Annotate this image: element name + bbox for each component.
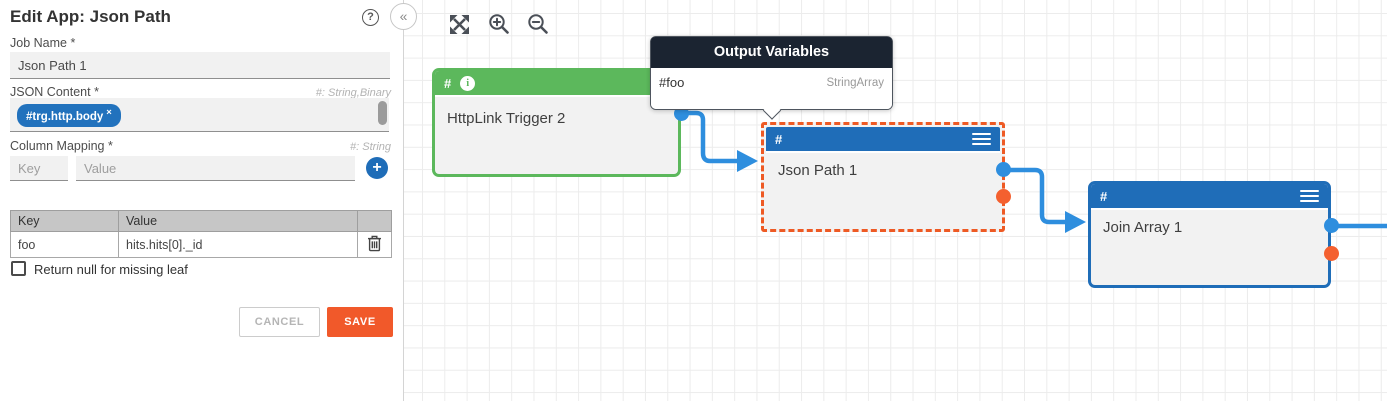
json-content-field[interactable]: #trg.http.body× xyxy=(10,98,389,132)
tooltip-title: Output Variables xyxy=(651,37,892,68)
save-button[interactable]: SAVE xyxy=(327,307,393,337)
tag-label: #trg.http.body xyxy=(26,110,104,123)
connection-jsonpath-to-joinarray[interactable] xyxy=(1004,167,1066,225)
fit-view-button[interactable] xyxy=(448,13,470,35)
output-variables-tooltip: Output Variables #foo StringArray xyxy=(650,36,893,120)
flow-canvas[interactable]: # i HttpLink Trigger 2 # Json Path 1 # J… xyxy=(404,0,1387,401)
node-json-path[interactable]: # Json Path 1 xyxy=(761,122,1005,232)
info-icon[interactable]: i xyxy=(460,75,476,91)
table-header-value: Value xyxy=(118,210,358,232)
job-name-input[interactable] xyxy=(10,52,390,79)
port-joinarray-output-blue[interactable] xyxy=(1324,218,1339,233)
edit-app-panel: Edit App: Json Path ? Job Name * JSON Co… xyxy=(0,0,404,401)
output-variable-name: #foo xyxy=(659,75,685,90)
tag-remove-icon[interactable]: × xyxy=(106,107,112,118)
port-joinarray-output-orange[interactable] xyxy=(1324,246,1339,261)
row-value-cell: hits.hits[0]._id xyxy=(118,231,358,258)
arrowhead-into-jsonpath xyxy=(737,150,758,172)
return-null-checkbox-label: Return null for missing leaf xyxy=(34,262,188,277)
json-content-label: JSON Content * xyxy=(10,85,99,99)
trash-icon xyxy=(368,235,381,251)
add-mapping-button[interactable]: + xyxy=(366,157,388,179)
mapping-value-input[interactable] xyxy=(76,156,355,181)
delete-row-button[interactable] xyxy=(367,235,382,252)
zoom-in-button[interactable] xyxy=(488,13,510,35)
node-httplink-header[interactable]: # i xyxy=(435,71,678,97)
zoom-out-icon xyxy=(528,14,548,34)
row-key-cell: foo xyxy=(10,231,119,258)
port-jsonpath-output-blue[interactable] xyxy=(996,162,1011,177)
column-mapping-type-hint: #: String xyxy=(350,141,391,153)
node-httplink-title: HttpLink Trigger 2 xyxy=(447,110,566,127)
zoom-out-button[interactable] xyxy=(527,13,549,35)
hash-icon: # xyxy=(444,75,452,91)
column-mapping-label: Column Mapping * xyxy=(10,139,113,153)
node-join-array-header[interactable]: # xyxy=(1091,184,1328,210)
mapping-key-input[interactable] xyxy=(10,156,68,181)
menu-icon[interactable] xyxy=(972,130,991,148)
menu-icon[interactable] xyxy=(1300,187,1319,205)
page-title: Edit App: Json Path xyxy=(10,7,171,26)
json-content-type-hint: #: String,Binary xyxy=(315,87,391,99)
port-jsonpath-output-orange[interactable] xyxy=(996,189,1011,204)
output-variable-type: StringArray xyxy=(826,77,884,89)
help-icon[interactable]: ? xyxy=(362,9,379,26)
zoom-in-icon xyxy=(489,14,509,34)
table-header-key: Key xyxy=(10,210,119,232)
hash-icon: # xyxy=(1100,188,1108,204)
node-join-array-title: Join Array 1 xyxy=(1103,219,1183,236)
cancel-button[interactable]: CANCEL xyxy=(239,307,320,337)
node-json-path-title: Json Path 1 xyxy=(778,162,858,179)
table-header-row: Key Value xyxy=(10,210,392,232)
mapping-table: Key Value foo hits.hits[0]._id xyxy=(10,210,392,258)
return-null-checkbox[interactable] xyxy=(11,261,26,276)
collapse-panel-button[interactable]: « xyxy=(390,3,417,30)
arrowhead-into-joinarray xyxy=(1065,211,1086,233)
hash-icon: # xyxy=(775,131,783,147)
connection-trigger-to-jsonpath[interactable] xyxy=(681,110,738,164)
node-join-array[interactable]: # Join Array 1 xyxy=(1088,181,1331,288)
node-httplink-trigger[interactable]: # i HttpLink Trigger 2 xyxy=(432,68,681,177)
expand-arrows-icon xyxy=(449,14,469,34)
job-name-label: Job Name * xyxy=(10,36,76,50)
table-row: foo hits.hits[0]._id xyxy=(10,231,392,258)
json-content-tag[interactable]: #trg.http.body× xyxy=(17,104,121,127)
table-header-actions xyxy=(357,210,392,232)
node-json-path-header[interactable]: # xyxy=(766,127,1000,153)
scrollbar-thumb[interactable] xyxy=(378,101,387,125)
